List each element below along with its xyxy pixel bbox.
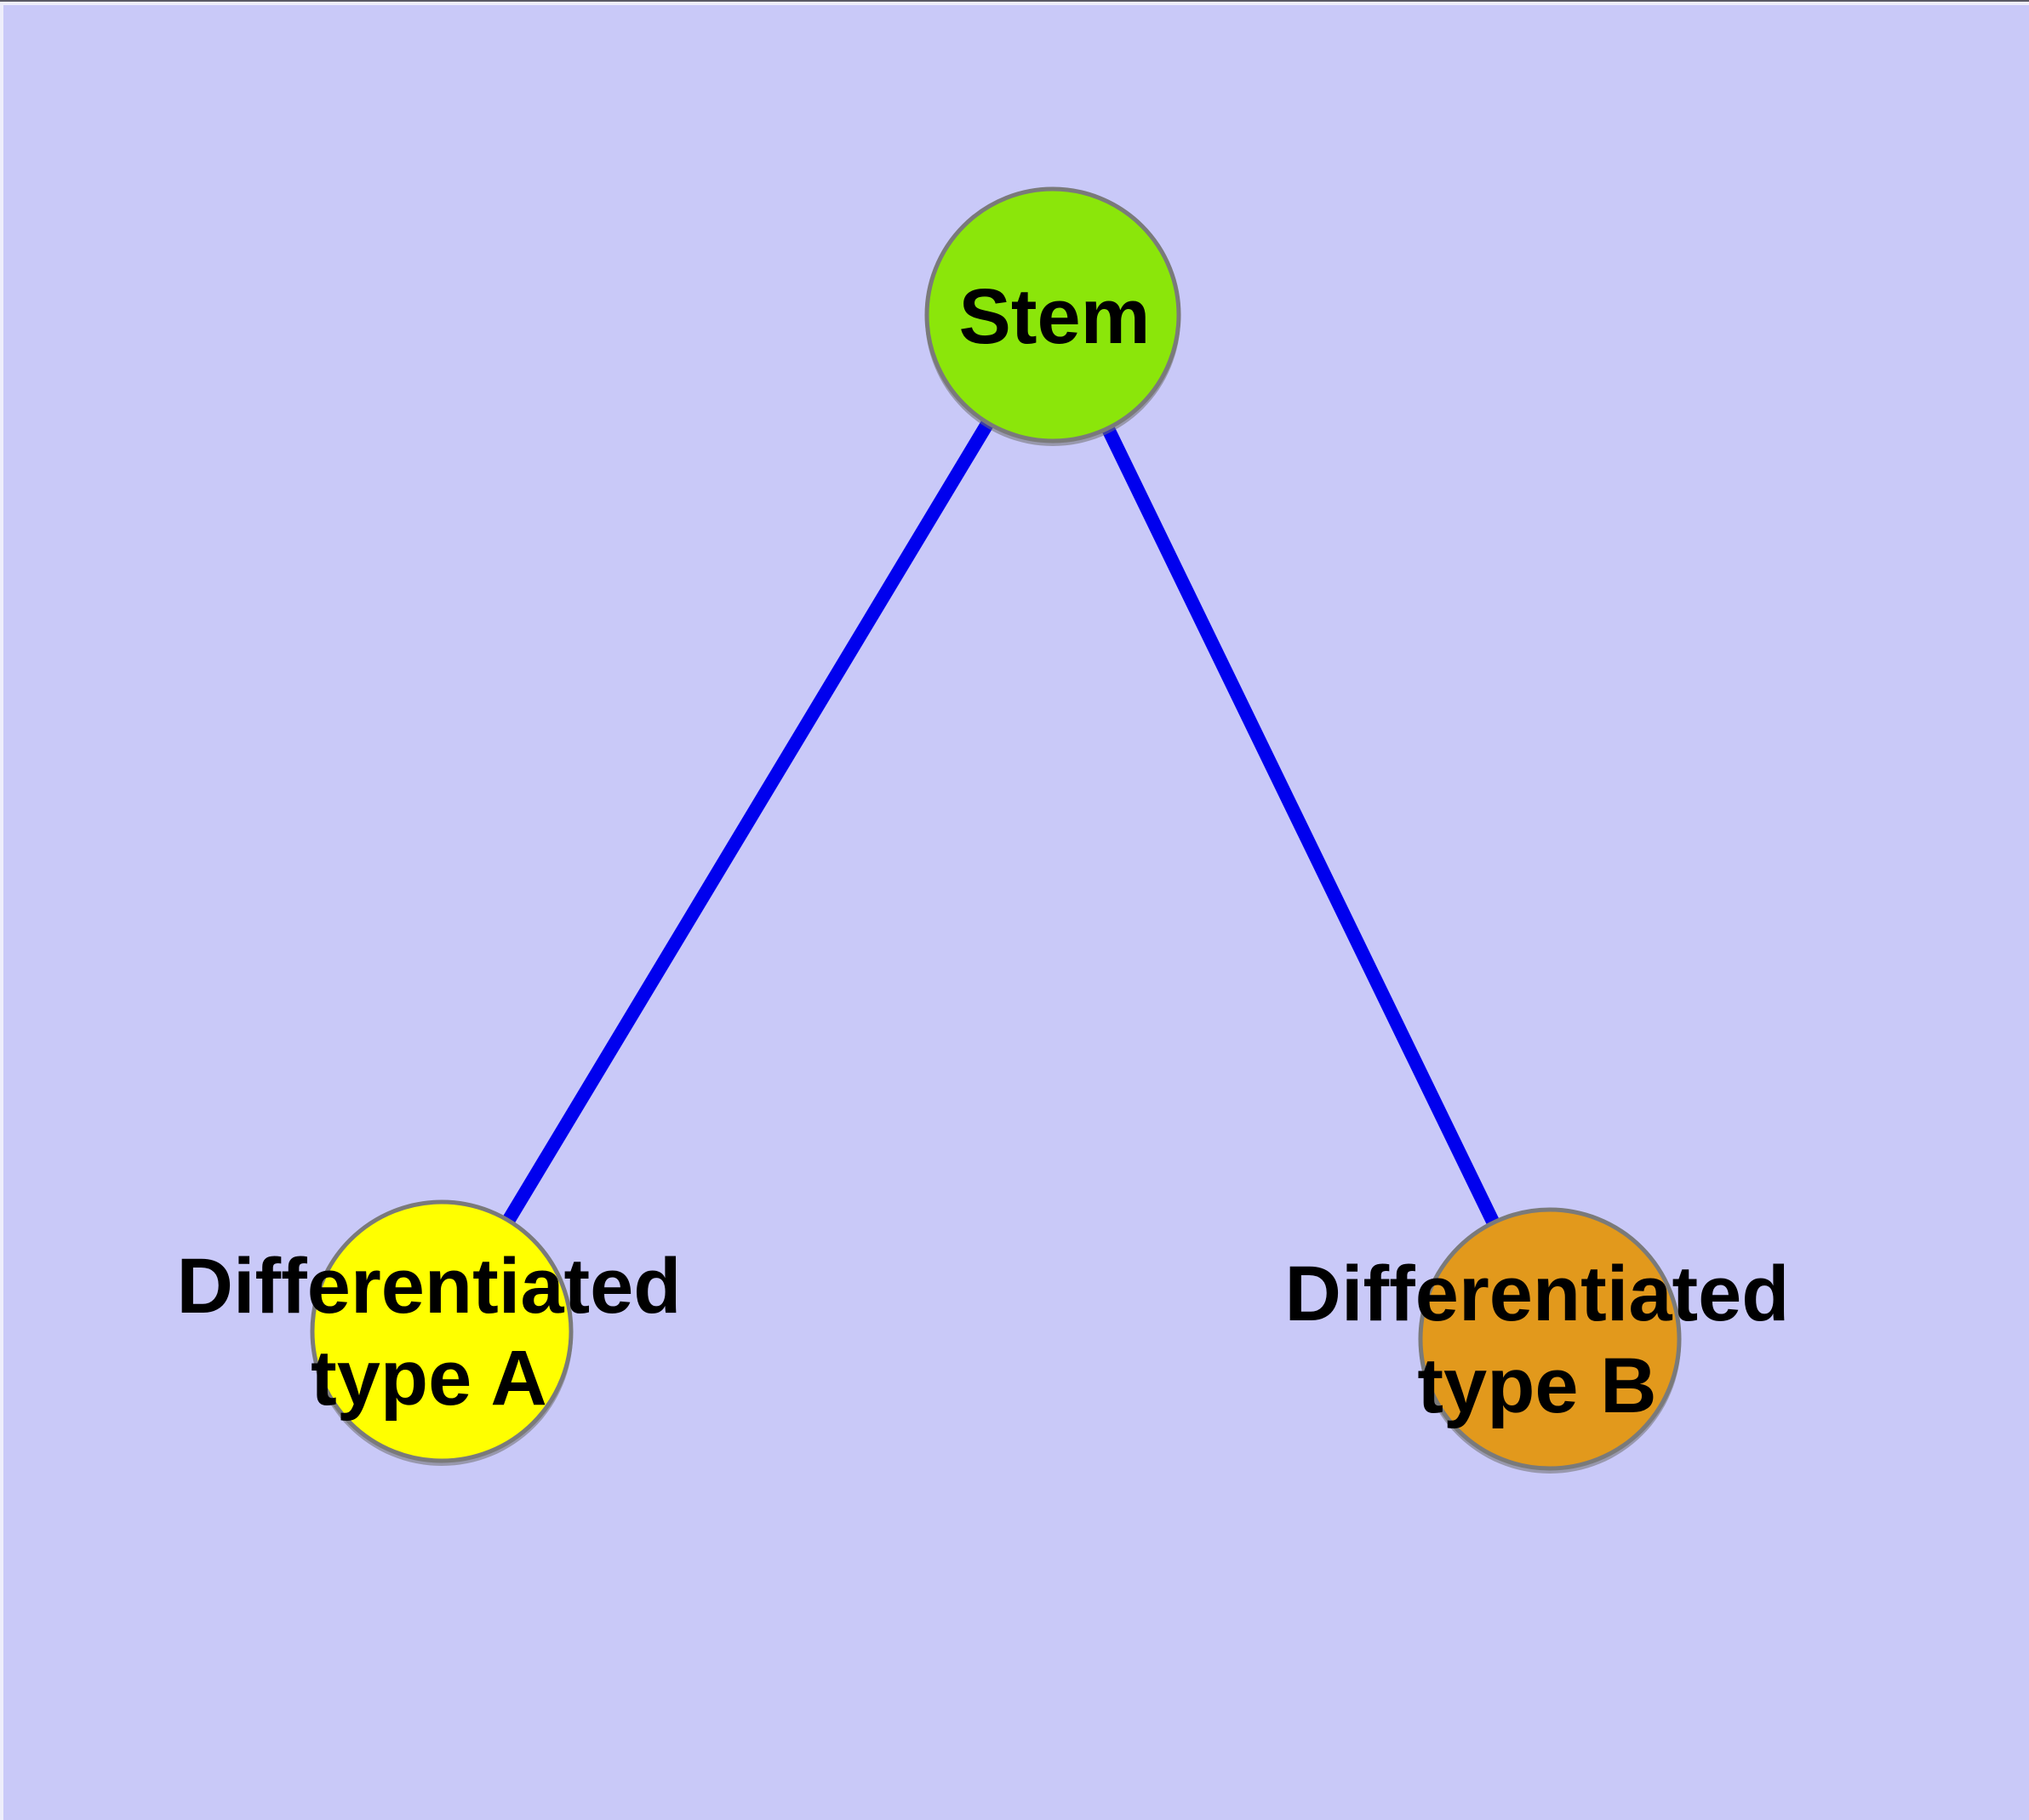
window-edge-top: [0, 0, 2029, 2]
node-differentiated-type-a: Differentiated type A: [177, 1199, 682, 1466]
node-type-a-label-line2: type A: [311, 1335, 547, 1422]
node-stem-circle: [924, 186, 1181, 444]
window-edge-left-highlight: [0, 2, 3, 1820]
node-type-b-circle: [1418, 1207, 1682, 1471]
edge-stem-to-type-a: [436, 311, 1059, 1336]
edge-stem-to-type-b: [1046, 312, 1557, 1342]
node-stem-label: Stem: [959, 273, 1151, 360]
node-differentiated-type-b: Differentiated type B: [1285, 1207, 1790, 1474]
node-type-a-label-line1: Differentiated: [177, 1243, 682, 1330]
node-type-b-label-line2: type B: [1417, 1342, 1656, 1429]
window-edge-top-highlight: [0, 2, 2029, 5]
node-stem: Stem: [924, 186, 1181, 446]
node-type-b-label-line1: Differentiated: [1285, 1251, 1790, 1337]
node-type-a-circle: [310, 1199, 574, 1463]
